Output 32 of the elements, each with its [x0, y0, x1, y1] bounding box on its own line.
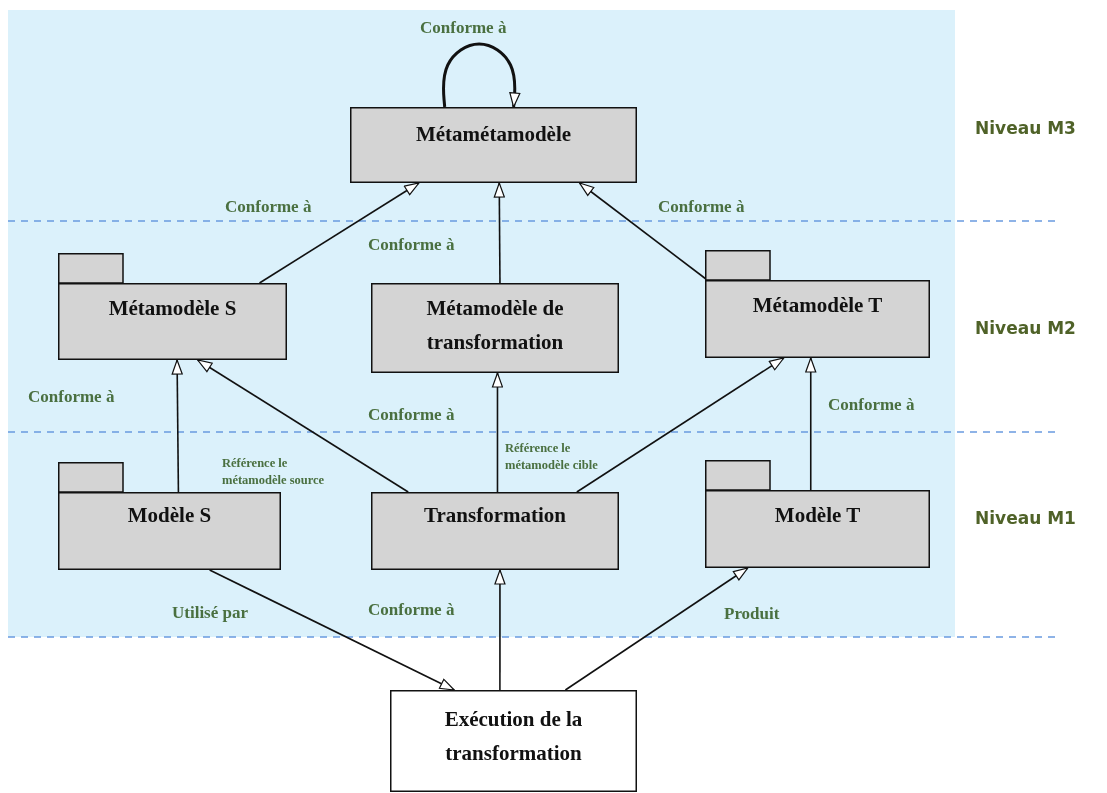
level-label: Niveau M2 — [975, 318, 1076, 338]
edge-label: Référence le métamodèle source — [222, 455, 326, 489]
arrow — [258, 182, 420, 284]
level-label: Niveau M3 — [975, 118, 1076, 138]
node-label: Métamodèle T — [751, 292, 884, 319]
node-label: Modèle S — [126, 502, 213, 529]
node-label: Métamodèle S — [107, 295, 238, 322]
arrow — [208, 569, 456, 691]
self-loop-arrow — [441, 42, 521, 108]
edge-label: Référence le métamodèle cible — [505, 440, 599, 474]
process-box — [350, 107, 637, 183]
node-label: Exécution de la transformation — [443, 706, 584, 767]
arrow — [564, 567, 749, 691]
process-box — [371, 492, 619, 570]
level-label: Niveau M1 — [975, 508, 1076, 528]
package-shape — [58, 253, 287, 360]
arrow — [576, 357, 785, 493]
arrow — [491, 372, 504, 493]
node-label: Métamétamodèle — [414, 121, 573, 148]
arrow — [494, 569, 506, 691]
node-label: Métamodèle de transformation — [425, 295, 565, 356]
arrow — [196, 359, 409, 493]
process-box — [371, 283, 619, 373]
edge-label: Utilisé par — [172, 603, 249, 623]
package-shape — [705, 250, 930, 358]
node-label: Modèle T — [773, 502, 862, 529]
arrow — [493, 182, 505, 284]
arrow — [171, 359, 183, 493]
process-box — [390, 690, 637, 792]
package-shape — [705, 460, 930, 568]
arrow — [805, 357, 817, 491]
node-label: Transformation — [423, 502, 567, 529]
